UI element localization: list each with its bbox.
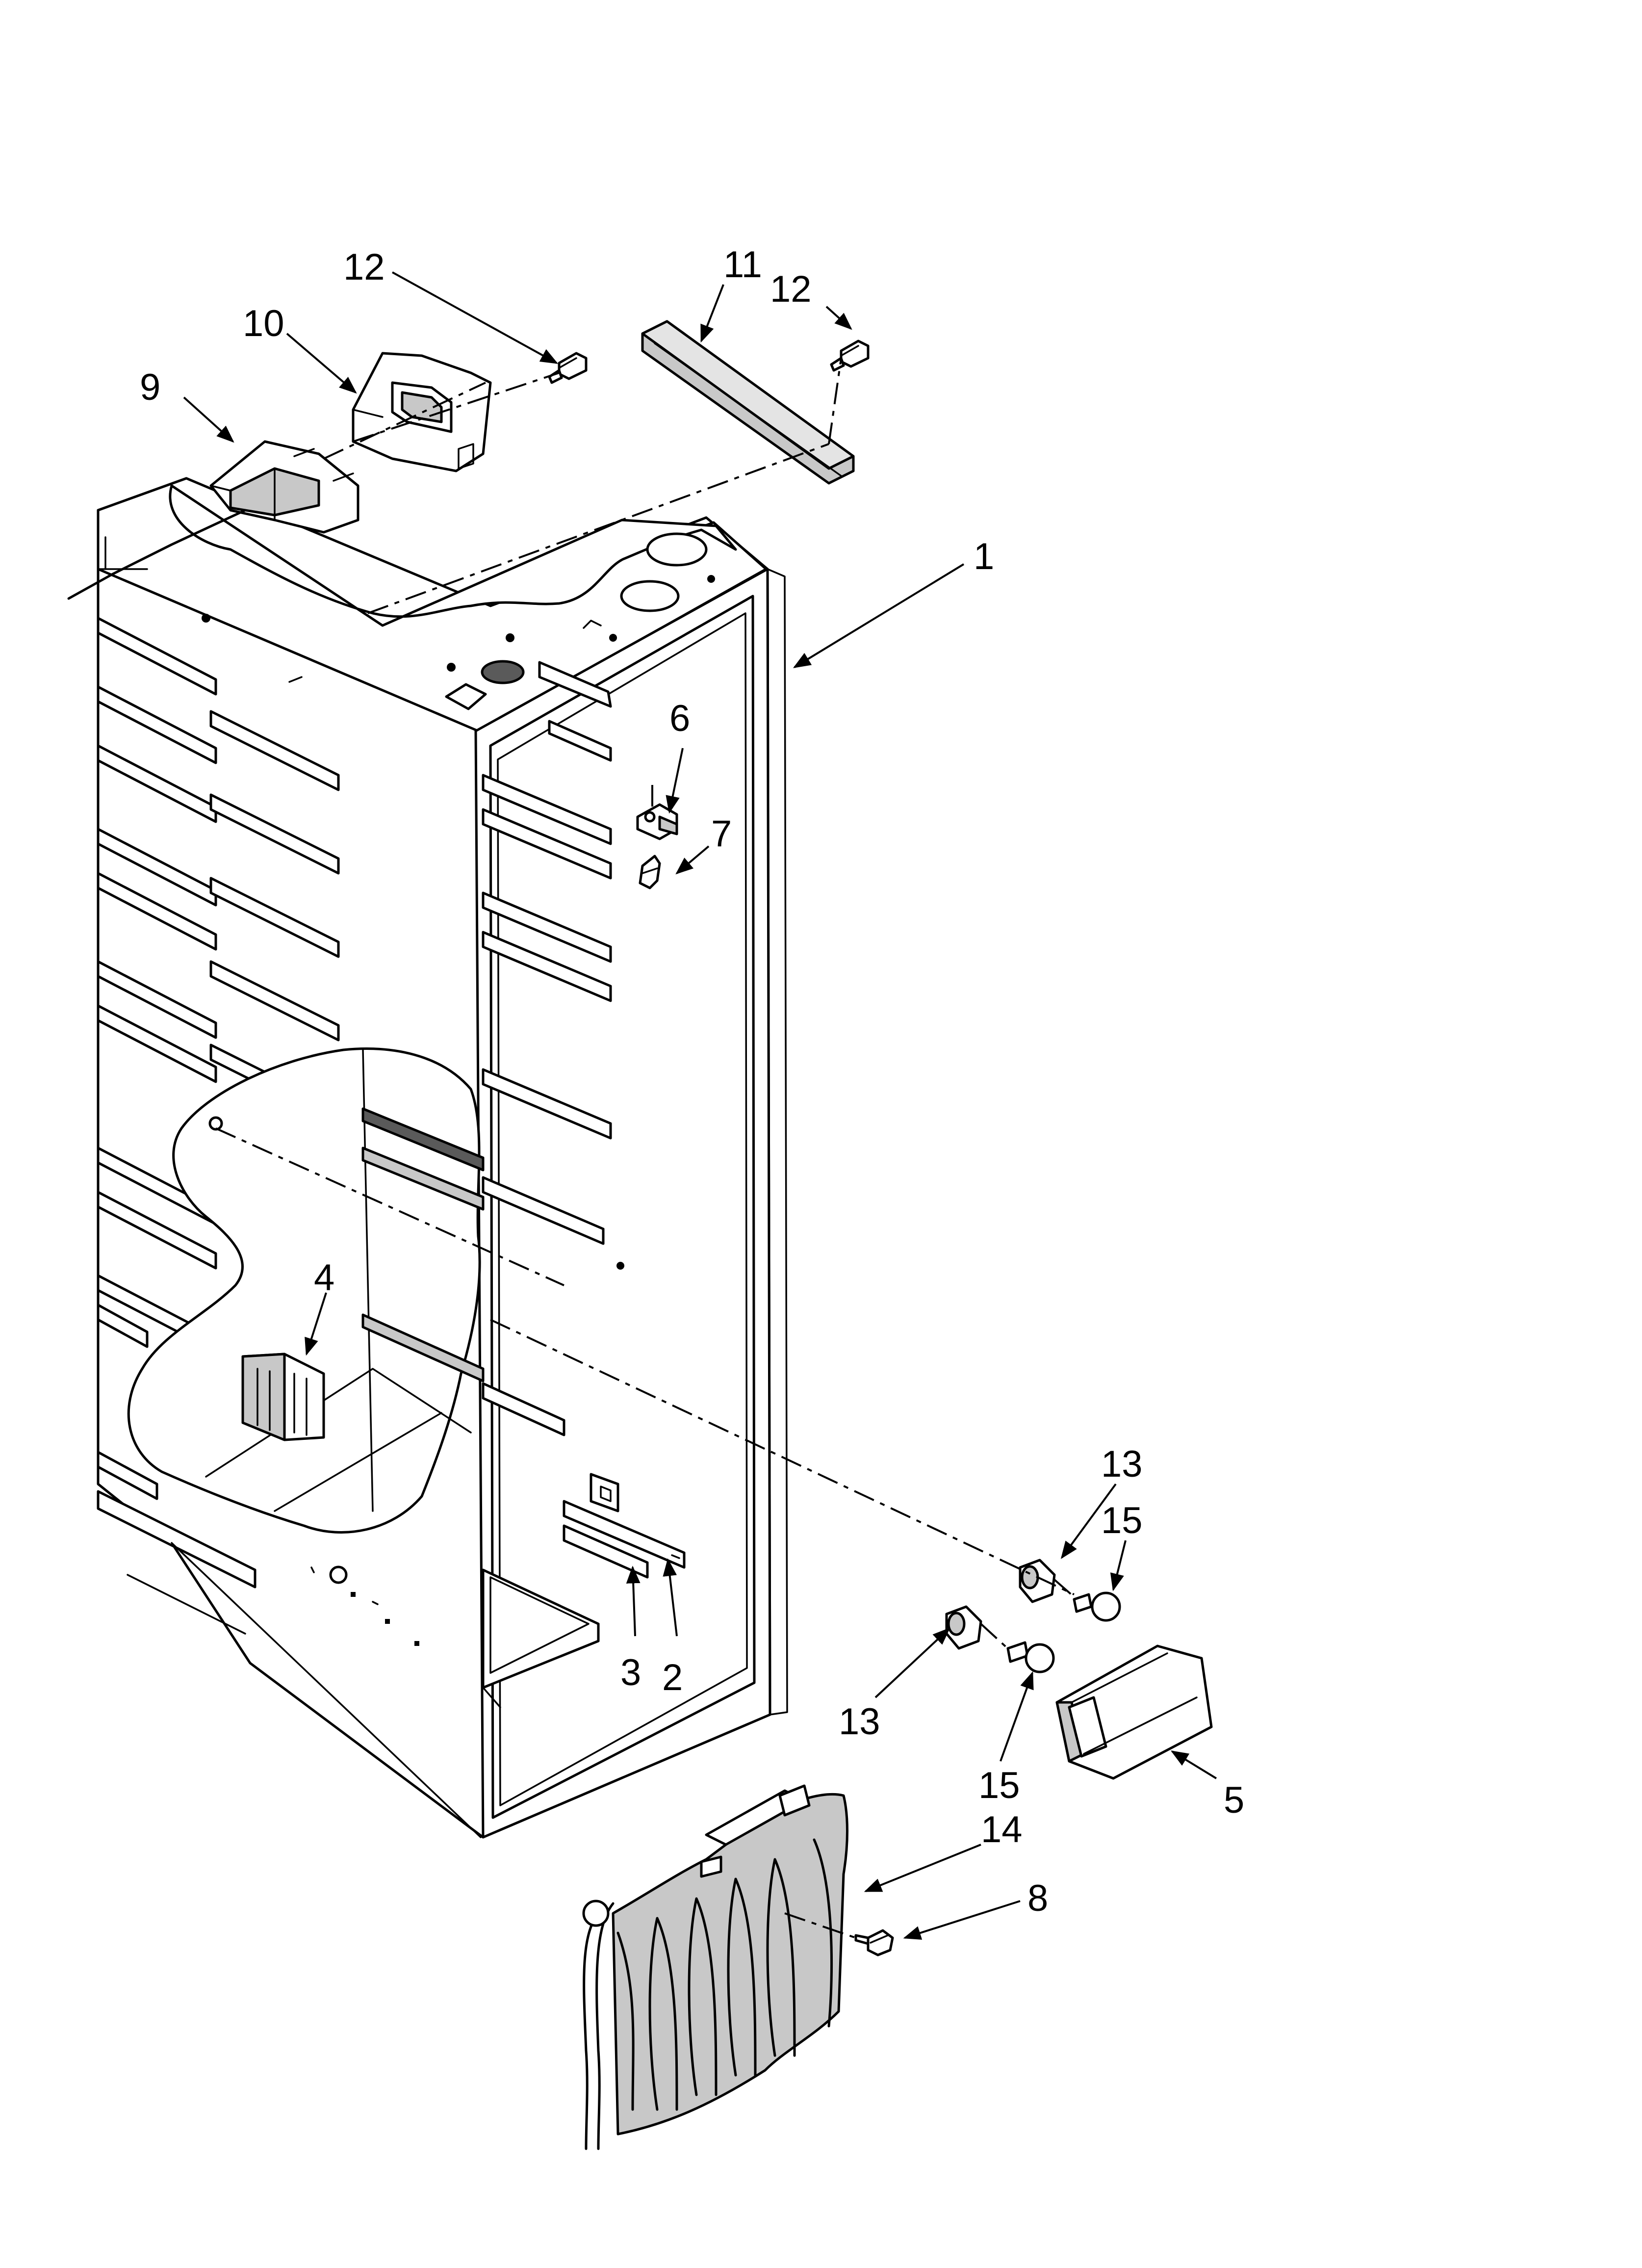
label-part-8: 8 xyxy=(1027,1877,1048,1919)
part-8-screw xyxy=(854,1929,894,1956)
part-11-rail xyxy=(641,320,855,485)
label-part-7: 7 xyxy=(711,813,732,855)
part-15-bulb-lower xyxy=(1006,1641,1055,1673)
label-part-10: 10 xyxy=(243,303,284,344)
label-part-14: 14 xyxy=(981,1809,1023,1851)
label-part-9: 9 xyxy=(140,366,160,408)
part-4-light-socket xyxy=(241,1353,325,1441)
label-part-15-upper: 15 xyxy=(1101,1500,1143,1541)
label-part-12-left: 12 xyxy=(343,246,385,288)
part-13-socket-lower xyxy=(945,1605,982,1650)
part-labels: 1 2 3 4 5 6 7 8 9 10 11 12 12 13 13 14 1… xyxy=(140,244,1244,1919)
left-side-ribs xyxy=(97,617,257,1589)
label-part-4: 4 xyxy=(314,1257,334,1299)
label-part-11: 11 xyxy=(723,244,762,286)
bottom-drawer-area xyxy=(127,1473,686,1838)
part-10-mounting-bracket xyxy=(352,352,492,472)
label-part-1: 1 xyxy=(974,536,994,577)
part-14-heater-coil xyxy=(582,1784,848,2150)
label-part-15-lower: 15 xyxy=(978,1765,1020,1806)
alignment-lines xyxy=(215,358,1075,1939)
part-9-control-housing xyxy=(209,440,359,534)
label-part-13-lower: 13 xyxy=(839,1701,880,1743)
inner-cutaway xyxy=(127,1047,485,1534)
label-part-12-right: 12 xyxy=(770,268,812,310)
label-part-2: 2 xyxy=(662,1657,683,1698)
liner-cabinet xyxy=(97,477,788,1839)
part-15-bulb-upper xyxy=(1073,1591,1121,1622)
part-7-screw xyxy=(639,855,661,889)
label-part-5: 5 xyxy=(1224,1779,1244,1821)
part-12-screw-left xyxy=(548,352,588,384)
part-12-screw-right xyxy=(830,339,870,372)
front-shelf-rails xyxy=(209,661,624,1436)
part-5-light-shield xyxy=(1055,1644,1213,1780)
wire-lead xyxy=(67,509,247,600)
label-part-6: 6 xyxy=(669,698,690,739)
label-part-3: 3 xyxy=(620,1652,641,1694)
label-part-13-upper: 13 xyxy=(1101,1443,1143,1485)
part-13-socket-upper xyxy=(1019,1559,1056,1603)
leader-arrows xyxy=(183,271,1217,1940)
